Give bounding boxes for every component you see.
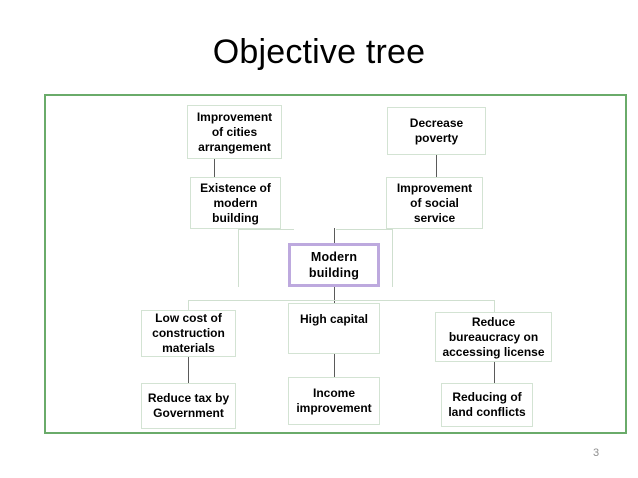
page-number: 3: [592, 447, 600, 459]
node-high-capital[interactable]: High capital: [288, 303, 380, 354]
node-improvement-of-cities-arrangement[interactable]: Improvement of cities arrangement: [187, 105, 282, 159]
node-income-improvement[interactable]: Income improvement: [288, 377, 380, 425]
node-label: Reducing of land conflicts: [448, 390, 526, 419]
page-title: Objective tree: [212, 33, 426, 71]
node-label: Decrease poverty: [409, 116, 464, 145]
connector-to-modern-building: [334, 228, 335, 244]
node-label: Reduce bureaucracy on accessing license: [442, 314, 545, 359]
node-label: Existence of modern building: [200, 180, 271, 225]
node-label: Reduce tax by Government: [147, 391, 230, 420]
node-low-cost-of-construction-materials[interactable]: Low cost of construction materials: [141, 310, 236, 357]
connector-poverty-to-social-service: [436, 155, 437, 183]
connector-existence-down: [238, 229, 239, 287]
node-decrease-poverty[interactable]: Decrease poverty: [387, 107, 486, 155]
connector-modern-building-down: [334, 287, 335, 309]
diagram-frame: [44, 94, 627, 434]
node-improvement-of-social-service[interactable]: Improvement of social service: [386, 177, 483, 229]
connector-branch-left: [188, 300, 189, 310]
connector-branch-right: [494, 300, 495, 312]
connector-low-cost-to-reduce-tax: [188, 357, 189, 383]
node-label: Improvement of social service: [396, 180, 473, 225]
node-label: High capital: [299, 312, 368, 326]
node-existence-of-modern-building[interactable]: Existence of modern building: [190, 177, 281, 229]
connector-social-service-down: [392, 229, 393, 287]
connector-cities-to-existence: [214, 159, 215, 183]
node-reduce-tax-by-government[interactable]: Reduce tax by Government: [141, 383, 236, 429]
connector-distribution-bar: [188, 300, 494, 301]
node-label: Income improvement: [296, 386, 372, 415]
node-reduce-bureaucracy-on-accessing-license[interactable]: Reduce bureaucracy on accessing license: [435, 312, 552, 362]
node-reducing-of-land-conflicts[interactable]: Reducing of land conflicts: [441, 383, 533, 427]
connector-existence-right: [238, 229, 294, 230]
connector-social-service-left: [336, 229, 392, 230]
node-label: Modern building: [308, 250, 360, 280]
node-modern-building[interactable]: Modern building: [288, 243, 380, 287]
node-label: Improvement of cities arrangement: [196, 109, 273, 154]
connector-high-capital-to-income: [334, 354, 335, 377]
node-label: Low cost of construction materials: [152, 311, 225, 355]
connector-bureaucracy-to-land-conflicts: [494, 362, 495, 383]
